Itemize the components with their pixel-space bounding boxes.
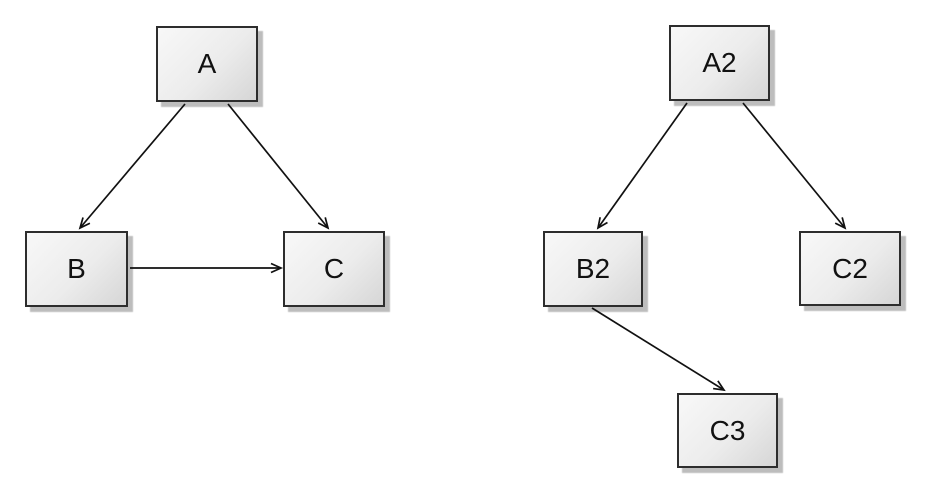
node-A[interactable]: A — [156, 26, 258, 102]
edge-lines-group — [78, 102, 847, 392]
edge-A2-to-C2[interactable] — [742, 102, 847, 230]
edge-A-to-B[interactable] — [78, 103, 186, 230]
node-label-B: B — [67, 253, 86, 284]
node-label-C3: C3 — [709, 414, 746, 446]
edge-A2-to-B2[interactable] — [596, 102, 688, 230]
edge-A-to-C[interactable] — [227, 103, 330, 230]
node-C3[interactable]: C3 — [677, 393, 778, 468]
node-label-C2: C2 — [832, 252, 868, 284]
node-B[interactable]: B — [25, 231, 128, 307]
node-label-B2: B2 — [575, 253, 611, 284]
node-label-A: A — [197, 48, 217, 79]
edge-B2-to-C3[interactable] — [591, 307, 726, 392]
node-B2[interactable]: B2 — [543, 231, 643, 307]
node-A2[interactable]: A2 — [669, 25, 770, 101]
node-C[interactable]: C — [283, 231, 385, 307]
node-C2[interactable]: C2 — [799, 231, 901, 306]
node-label-C: C — [323, 253, 345, 284]
node-label-A2: A2 — [702, 47, 737, 78]
